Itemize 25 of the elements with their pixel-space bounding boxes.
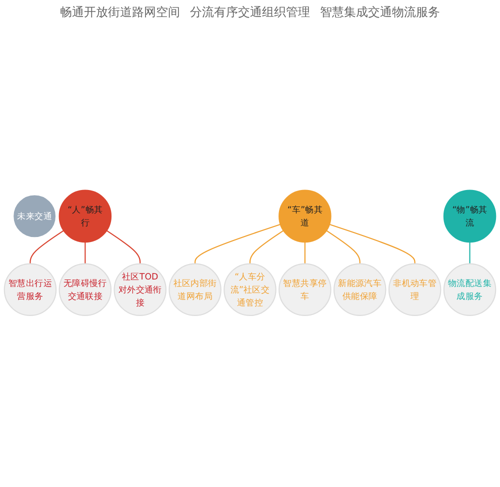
connector (194, 223, 281, 264)
connector (84, 242, 86, 264)
node-circle: 未来交通 (12, 194, 57, 238)
node-circle: 社区内部街道网布局 (168, 262, 222, 316)
connector (469, 242, 470, 264)
node-circle: 物流配送集成服务 (443, 262, 496, 316)
node-circle: 社区TOD对外交通衔接 (114, 262, 166, 316)
node-circle: “人”畅其行 (58, 189, 112, 242)
node-circle: 无障碍慢行交通联接 (58, 262, 112, 316)
curved-label: 分流有序交通组织管理 (190, 4, 310, 21)
connector (249, 230, 284, 264)
connector (106, 230, 141, 264)
connector (304, 242, 306, 264)
node-circle: “人车分流”社区交通管控 (224, 262, 276, 316)
curved-label: 畅通开放街道路网空间 (60, 4, 180, 21)
node-circle: 智慧出行运营服务 (4, 262, 57, 316)
node-circle: 新能源汽车供能保障 (334, 262, 386, 316)
connector (329, 223, 416, 264)
node-circle: “物”畅其流 (443, 189, 496, 242)
node-circle: “车”畅其道 (278, 189, 332, 242)
curved-label: 智慧集成交通物流服务 (320, 4, 440, 21)
connector (326, 230, 360, 264)
node-circle: 非机动车管理 (388, 262, 442, 316)
node-circle: 智慧共享停车 (278, 262, 332, 316)
connector (30, 230, 64, 264)
